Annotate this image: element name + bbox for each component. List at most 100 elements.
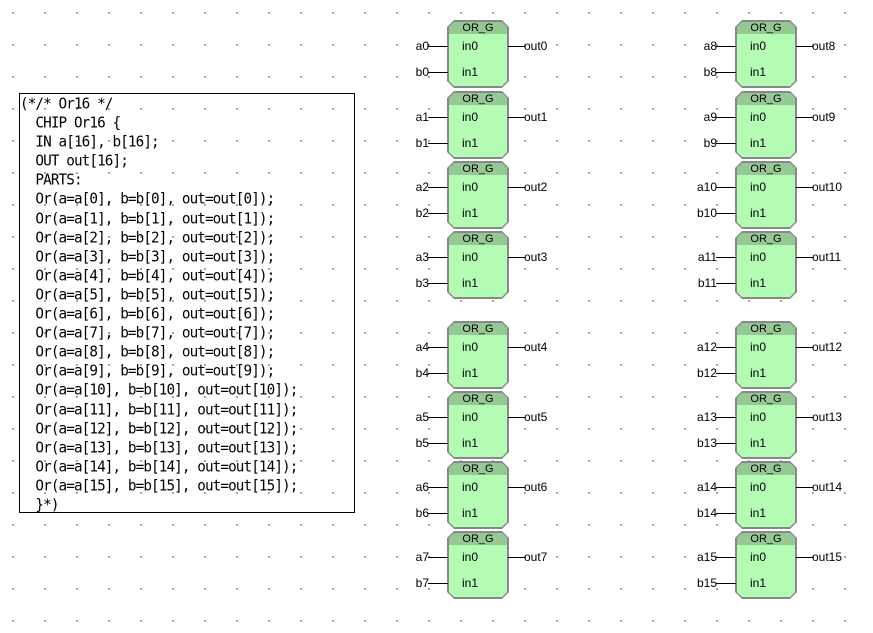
pin-in0-label: in0	[462, 340, 479, 354]
pin-in1-label: in1	[462, 65, 479, 79]
wire-b[interactable]	[716, 72, 736, 73]
output-label: out10	[812, 180, 843, 194]
wire-out[interactable]	[508, 117, 525, 118]
wire-a[interactable]	[716, 187, 736, 188]
pin-in1-label: in1	[750, 576, 767, 590]
input-b-label: b6	[415, 506, 429, 520]
code-line: Or(a=a[2], b=b[2], out=out[2]);	[20, 229, 275, 247]
wire-out[interactable]	[796, 257, 813, 258]
wire-out[interactable]	[508, 347, 525, 348]
output-label: out12	[812, 340, 843, 354]
wire-a[interactable]	[428, 257, 448, 258]
output-label: out1	[524, 110, 548, 124]
wire-out[interactable]	[508, 187, 525, 188]
gate-type-label: OR_G	[449, 93, 507, 105]
wire-out[interactable]	[508, 487, 525, 488]
wire-a[interactable]	[428, 46, 448, 47]
wire-a[interactable]	[716, 417, 736, 418]
wire-a[interactable]	[716, 557, 736, 558]
pin-in0-label: in0	[750, 410, 767, 424]
wire-out[interactable]	[796, 347, 813, 348]
wire-a[interactable]	[716, 347, 736, 348]
pin-in0-label: in0	[750, 550, 767, 564]
wire-b[interactable]	[428, 443, 448, 444]
wire-a[interactable]	[428, 117, 448, 118]
wire-b[interactable]	[716, 443, 736, 444]
wire-a[interactable]	[428, 347, 448, 348]
gate-type-label: OR_G	[449, 163, 507, 175]
wire-out[interactable]	[508, 557, 525, 558]
pin-in1-label: in1	[462, 366, 479, 380]
code-line: OUT out[16];	[20, 153, 128, 171]
code-line: Or(a=a[13], b=b[13], out=out[13]);	[20, 439, 298, 457]
wire-a[interactable]	[428, 417, 448, 418]
output-label: out13	[812, 410, 843, 424]
wire-a[interactable]	[716, 117, 736, 118]
wire-out[interactable]	[796, 487, 813, 488]
wire-b[interactable]	[428, 143, 448, 144]
wire-a[interactable]	[428, 557, 448, 558]
input-a-label: a3	[415, 250, 429, 264]
code-comment-box[interactable]: (*/* Or16 */ CHIP Or16 { IN a[16], b[16]…	[19, 93, 355, 514]
wire-b[interactable]	[716, 583, 736, 584]
output-label: out6	[524, 480, 548, 494]
wire-out[interactable]	[508, 417, 525, 418]
wire-out[interactable]	[796, 557, 813, 558]
code-line: Or(a=a[10], b=b[10], out=out[10]);	[20, 382, 298, 400]
wire-out[interactable]	[796, 417, 813, 418]
wire-b[interactable]	[428, 513, 448, 514]
wire-a[interactable]	[428, 487, 448, 488]
pin-in0-label: in0	[462, 180, 479, 194]
wire-b[interactable]	[428, 583, 448, 584]
pin-in0-label: in0	[750, 250, 767, 264]
wire-b[interactable]	[428, 72, 448, 73]
wire-a[interactable]	[716, 46, 736, 47]
pin-in1-label: in1	[462, 206, 479, 220]
wire-a[interactable]	[428, 187, 448, 188]
wire-b[interactable]	[716, 143, 736, 144]
wire-b[interactable]	[428, 373, 448, 374]
wire-b[interactable]	[716, 283, 736, 284]
wire-b[interactable]	[716, 373, 736, 374]
wire-a[interactable]	[716, 487, 736, 488]
wire-out[interactable]	[508, 46, 525, 47]
wire-b[interactable]	[428, 283, 448, 284]
input-b-label: b0	[415, 65, 429, 79]
input-a-label: a5	[415, 410, 429, 424]
wire-b[interactable]	[716, 213, 736, 214]
pin-in0-label: in0	[750, 180, 767, 194]
input-b-label: b8	[703, 65, 717, 79]
input-a-label: a12	[696, 340, 717, 354]
wire-out[interactable]	[508, 257, 525, 258]
wire-out[interactable]	[796, 187, 813, 188]
wire-a[interactable]	[716, 257, 736, 258]
wire-out[interactable]	[796, 46, 813, 47]
wire-out[interactable]	[796, 117, 813, 118]
wire-b[interactable]	[716, 513, 736, 514]
pin-in0-label: in0	[462, 250, 479, 264]
wire-b[interactable]	[428, 213, 448, 214]
or-gate[interactable]: OR_G in0 in1	[447, 161, 507, 227]
